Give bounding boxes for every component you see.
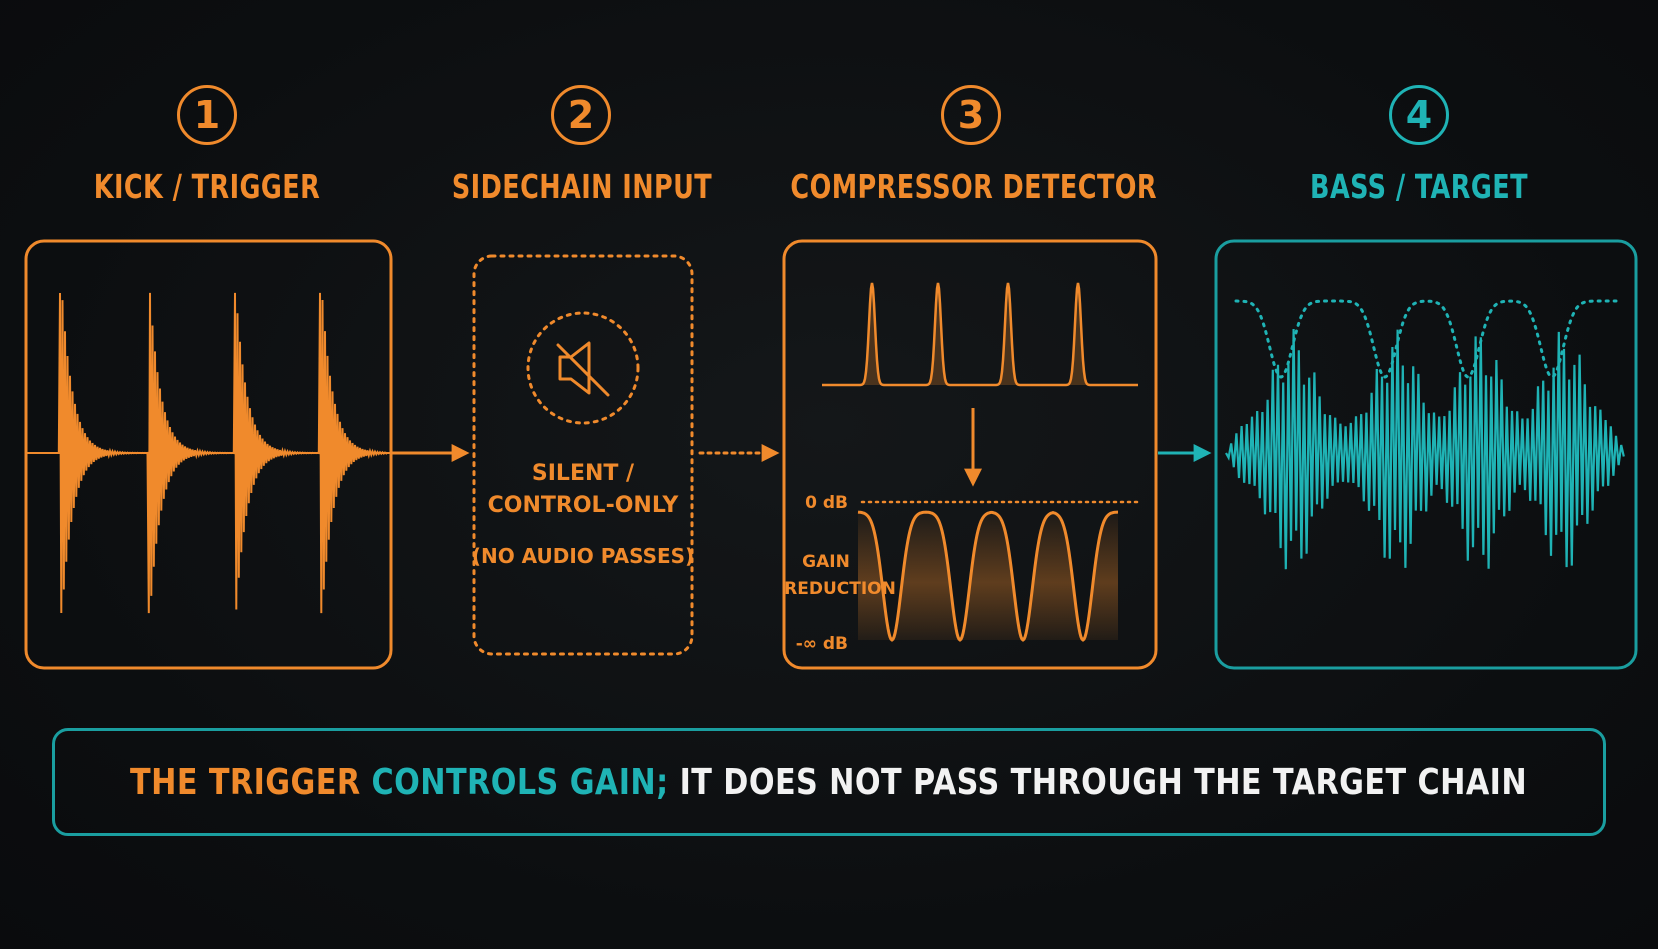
detector-panel — [782, 239, 1158, 670]
gain-reduction-curve — [857, 510, 1118, 642]
summary-text: THE TRIGGER CONTROLS GAIN; IT DOES NOT P… — [131, 762, 1528, 803]
gain-reduction-label-1: GAIN — [802, 552, 850, 572]
step-4-badge: 4 — [1389, 85, 1449, 145]
sidechain-panel — [472, 254, 694, 656]
bass-waveform — [1225, 328, 1625, 570]
muted-speaker-icon — [526, 311, 640, 425]
gain-reduction-fill — [858, 512, 1118, 640]
step-2-number: 2 — [567, 93, 595, 137]
step-4-title: BASS / TARGET — [1310, 167, 1528, 206]
bass-panel — [1214, 239, 1638, 670]
step-3-number: 3 — [957, 93, 985, 137]
sidechain-no-audio-label: (NO AUDIO PASSES) — [472, 544, 694, 568]
step-1-title: KICK / TRIGGER — [93, 167, 321, 206]
sidechain-control-only-label: CONTROL-ONLY — [488, 493, 680, 518]
summary-part-controls-gain: CONTROLS GAIN; — [371, 761, 670, 803]
step-2-badge: 2 — [551, 85, 611, 145]
step-4-number: 4 — [1405, 93, 1433, 137]
step-3-title: COMPRESSOR DETECTOR — [790, 167, 1158, 206]
sidechain-silent-label: SILENT / — [532, 461, 635, 486]
summary-banner: THE TRIGGER CONTROLS GAIN; IT DOES NOT P… — [52, 728, 1606, 836]
zero-db-label: 0 dB — [805, 493, 848, 513]
step-2-title: SIDECHAIN INPUT — [451, 167, 713, 206]
summary-part-rest: IT DOES NOT PASS THROUGH THE TARGET CHAI… — [680, 761, 1528, 803]
kick-waveform — [30, 292, 389, 614]
step-3-badge: 3 — [941, 85, 1001, 145]
summary-part-trigger: THE TRIGGER — [130, 761, 362, 803]
neg-inf-db-label: -∞ dB — [796, 634, 848, 654]
step-1-number: 1 — [193, 93, 221, 137]
detector-envelope — [822, 282, 1138, 387]
step-1-badge: 1 — [177, 85, 237, 145]
